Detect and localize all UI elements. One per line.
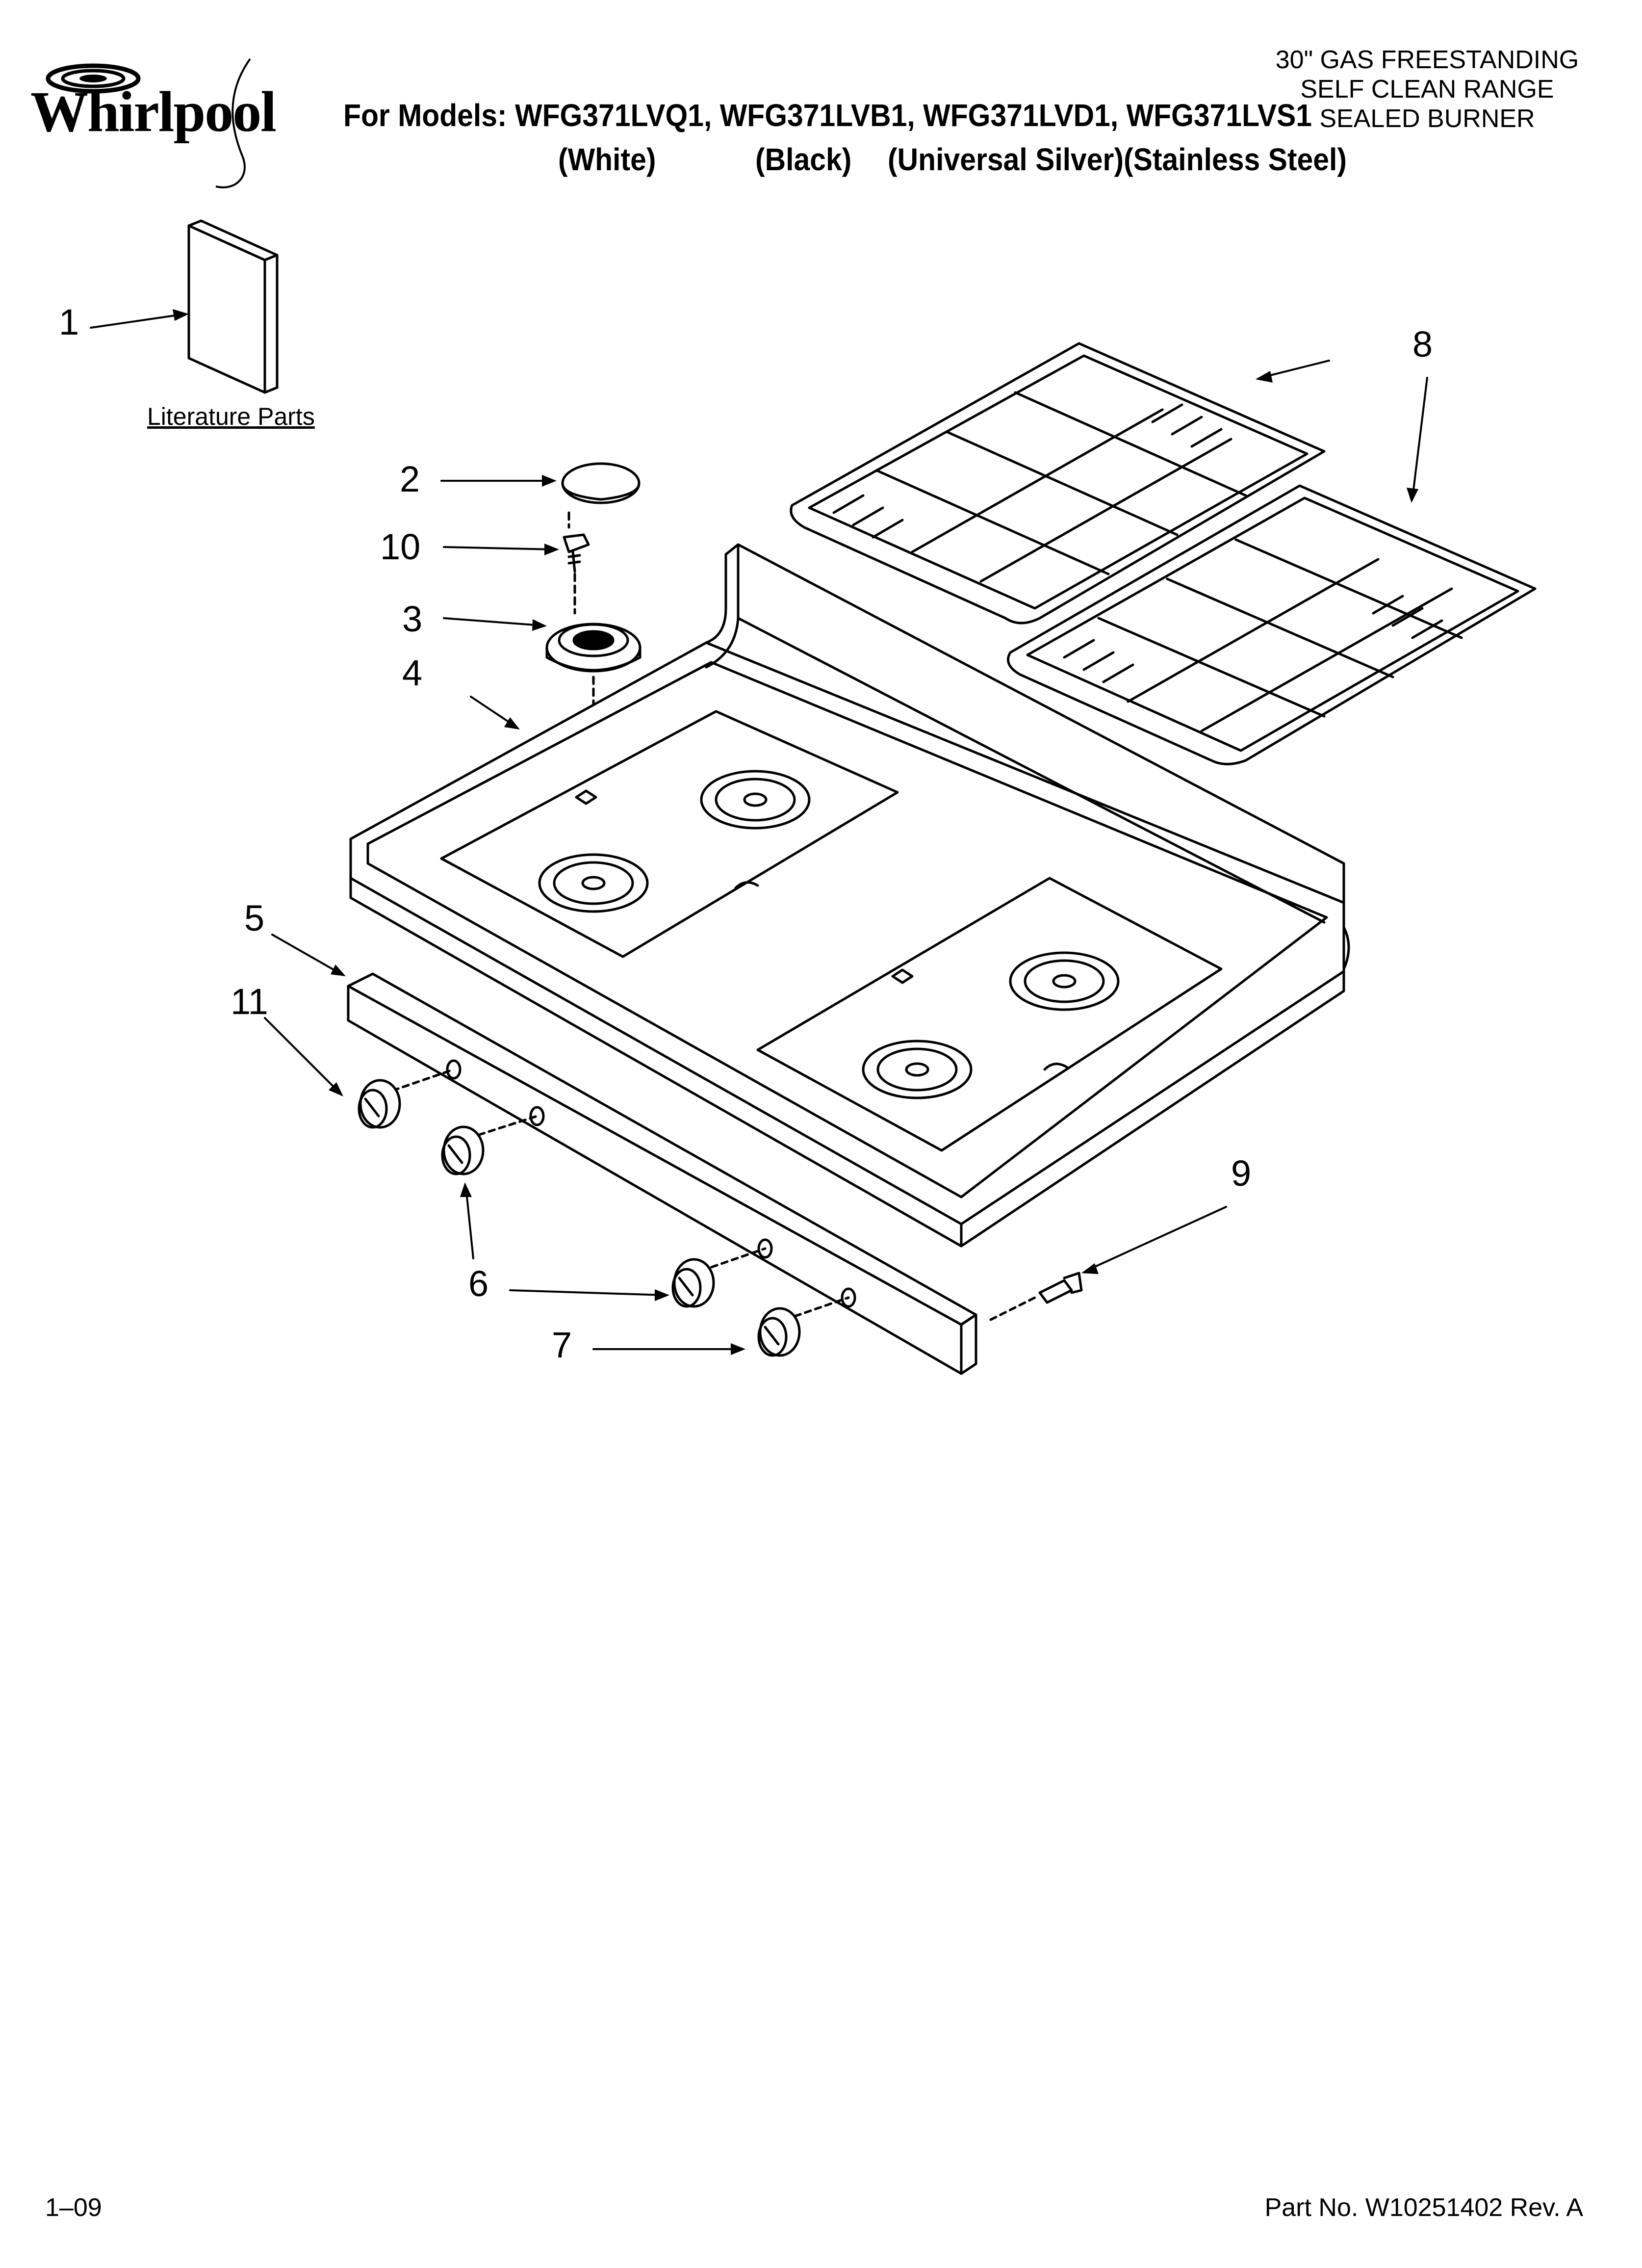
variant-white: (White) [558, 142, 656, 177]
burner-screw [563, 533, 590, 573]
literature-parts-label: Literature Parts [147, 403, 315, 430]
variant-black: (Black) [755, 142, 852, 177]
range-title: 30" GAS FREESTANDING SELF CLEAN RANGE SE… [1251, 45, 1604, 133]
models-line: For Models: WFG371LVQ1, WFG371LVB1, WFG3… [343, 98, 1312, 133]
footer-date: 1–09 [45, 2193, 102, 2222]
burner-base [545, 623, 641, 673]
callout-7: 7 [552, 1325, 572, 1365]
callout-8: 8 [1412, 324, 1433, 365]
callout-1: 1 [59, 302, 79, 342]
footer-part-number: Part No. W10251402 Rev. A [1264, 2193, 1583, 2222]
knob [441, 1125, 485, 1175]
brand-logo: Whirlpool [20, 49, 314, 196]
control-knobs [358, 1068, 850, 1357]
burner-cap [561, 462, 641, 504]
literature-booklet [187, 219, 279, 394]
burner-grates [790, 342, 1537, 765]
callout-3: 3 [402, 599, 423, 639]
callout-6: 6 [468, 1263, 489, 1304]
panel-screw [989, 1272, 1083, 1321]
leader-lines [90, 313, 1428, 1350]
callout-4: 4 [402, 652, 423, 693]
range-title-line: 30" GAS FREESTANDING [1275, 46, 1579, 74]
knob [671, 1258, 715, 1308]
callout-10: 10 [380, 526, 421, 567]
callout-5: 5 [244, 898, 265, 938]
cooktop [349, 543, 1350, 1248]
callout-2: 2 [400, 459, 420, 499]
logo-swirl-icon [46, 58, 251, 188]
callout-9: 9 [1231, 1153, 1252, 1194]
knob [358, 1079, 401, 1129]
variant-silver-stainless: (Universal Silver)(Stainless Steel) [888, 142, 1347, 177]
callout-11: 11 [231, 981, 268, 1022]
range-title-line: SEALED BURNER [1319, 104, 1535, 133]
knob [757, 1307, 801, 1357]
range-title-line: SELF CLEAN RANGE [1300, 75, 1554, 104]
brand-wordmark: Whirlpool [30, 79, 277, 144]
arrowheads [173, 309, 1418, 1355]
control-panel [347, 972, 977, 1375]
